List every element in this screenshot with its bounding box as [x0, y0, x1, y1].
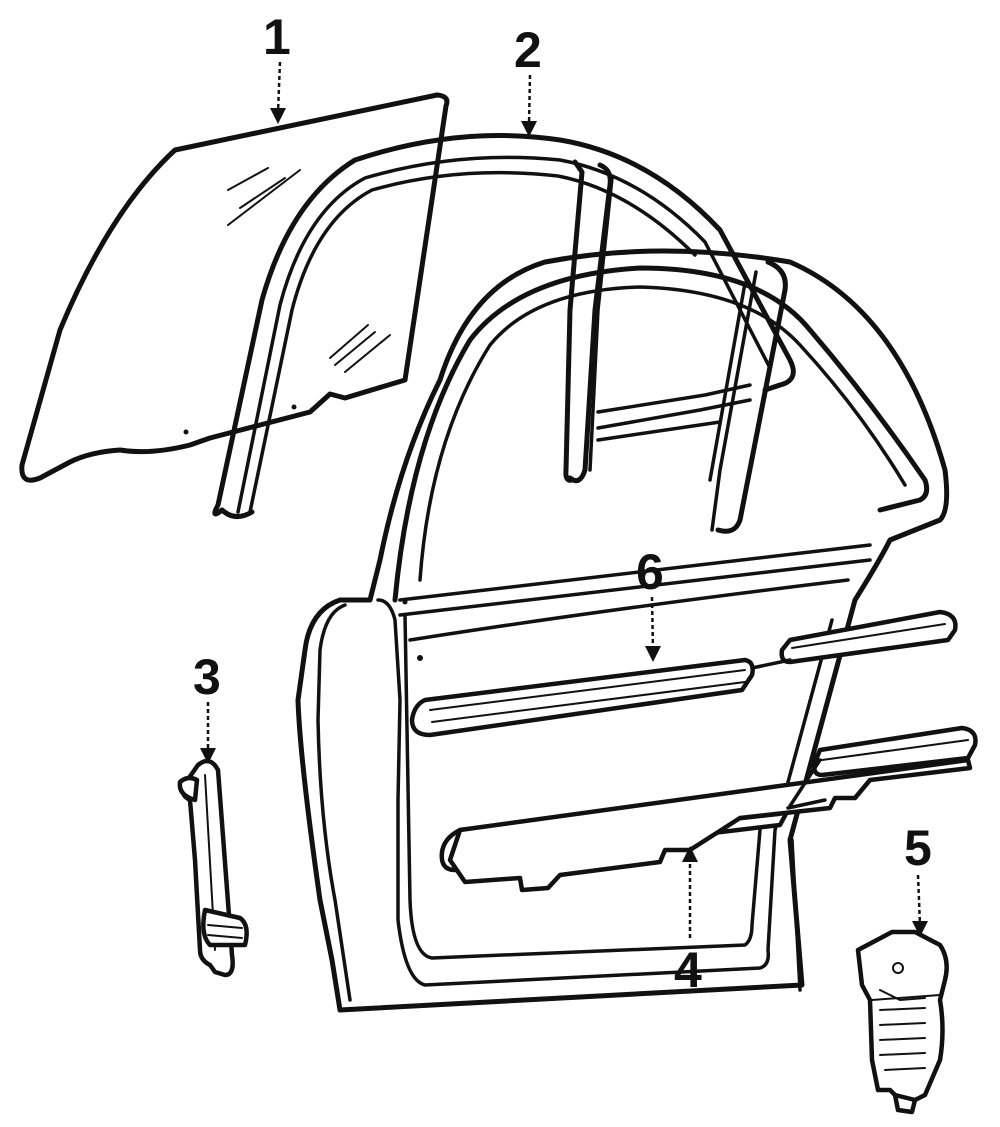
callout-3: 3: [193, 649, 221, 705]
callout-5: 5: [904, 820, 932, 876]
run-channel-guide-part-3: [177, 758, 249, 978]
callout-1: 1: [263, 9, 291, 65]
lower-molding-part-4: [439, 725, 978, 893]
callout-2: 2: [514, 22, 542, 78]
callout-6: 6: [636, 544, 664, 600]
window-motor-part-5: [855, 929, 949, 1115]
callout-4: 4: [674, 942, 702, 998]
belt-molding-part-6: [409, 609, 958, 738]
door-glass-part-1: [19, 92, 450, 483]
leader-arrows: [200, 61, 928, 938]
door-shell: [295, 248, 950, 1013]
glass-run-channel-part-2: [212, 133, 796, 519]
